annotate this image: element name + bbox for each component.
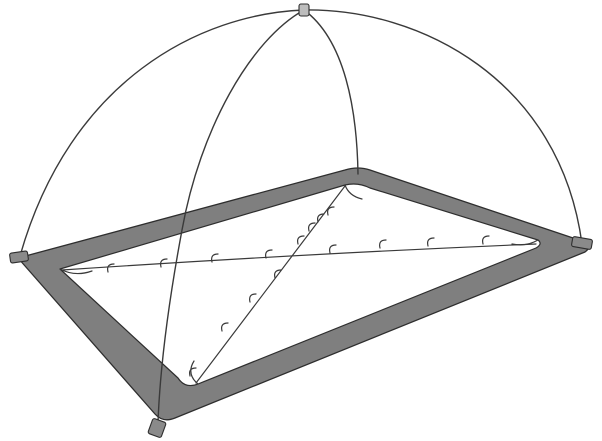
- pole-foot-left: [9, 250, 29, 264]
- mesh-body: [59, 183, 541, 387]
- seam-diagonal: [195, 185, 346, 384]
- pole-clip: [317, 213, 325, 223]
- pole-clip: [329, 244, 337, 254]
- pole-hub: [298, 3, 310, 17]
- pole-clip: [189, 367, 197, 377]
- pole-clip: [265, 249, 273, 259]
- pole-clip: [297, 235, 305, 245]
- pole-clip: [427, 237, 435, 247]
- corner-seam-top: [344, 184, 363, 200]
- pole-clip: [482, 235, 490, 245]
- pole-clips-diagonal: [189, 206, 335, 377]
- pole-b-back: [303, 9, 359, 175]
- pole-clip: [274, 269, 282, 279]
- pole-clip: [160, 258, 168, 268]
- pole-foot-front: [147, 418, 167, 438]
- pole-clip: [221, 322, 229, 332]
- pole-b-front: [157, 9, 305, 423]
- pole-clip: [379, 239, 387, 249]
- pole-foot-right: [571, 236, 593, 250]
- pole-clip: [308, 222, 316, 232]
- pole-clip: [107, 263, 115, 273]
- pole-clip: [327, 206, 335, 216]
- pole-clip: [249, 293, 257, 303]
- seam-long: [61, 243, 537, 271]
